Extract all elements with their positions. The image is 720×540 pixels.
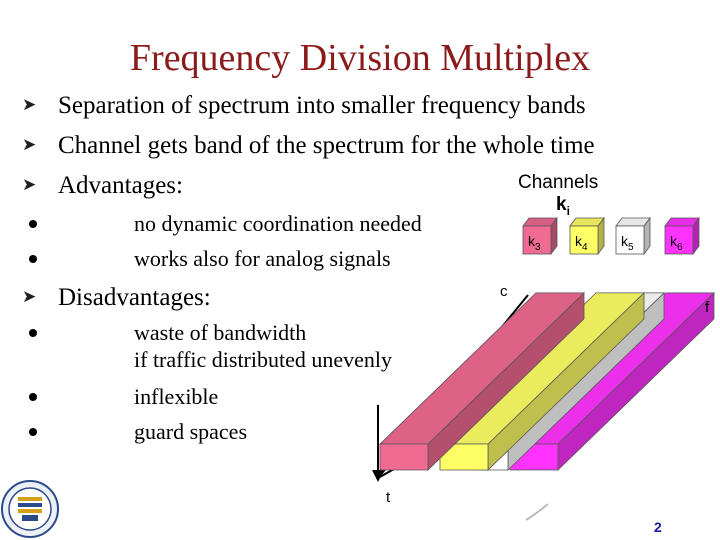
disadvantage-item: waste of bandwidth if traffic distribute… [29, 319, 393, 373]
axis-f-label: f [705, 299, 710, 316]
bullet-dot-icon [29, 428, 37, 436]
disadvantage-text: inflexible [134, 384, 219, 409]
channel-label: k4 [575, 233, 588, 253]
advantage-text: no dynamic coordination needed [134, 211, 422, 236]
ki-label: ki [556, 194, 570, 218]
axis-c-label: c [500, 283, 508, 300]
university-seal-icon [1, 480, 59, 538]
bullet-dot-icon [29, 255, 37, 263]
disadvantage-text-line2: if traffic distributed unevenly [134, 347, 393, 372]
arrow-bullet-icon: ➤ [22, 135, 37, 155]
arrow-bullet-icon: ➤ [22, 175, 37, 195]
decorative-curve [525, 503, 549, 521]
bullet-dot-icon [29, 329, 37, 337]
page-number: 2 [654, 519, 662, 535]
axis-t-arrowhead [372, 470, 384, 482]
bullet-advantages: ➤ Advantages: [22, 172, 183, 200]
advantage-item: no dynamic coordination needed [29, 210, 422, 237]
channel-label-box: k6 [664, 216, 700, 256]
channel-label: k6 [670, 233, 683, 253]
bullet-channel: ➤ Channel gets band of the spectrum for t… [22, 132, 595, 160]
bullet-text: Channel gets band of the spectrum for th… [58, 132, 595, 159]
channel-bars [379, 291, 715, 471]
channel-label-box: k5 [615, 216, 651, 256]
disadvantage-text: waste of bandwidth [134, 320, 307, 345]
arrow-bullet-icon: ➤ [22, 95, 37, 115]
channel-label: k5 [621, 233, 634, 253]
disadvantage-item: guard spaces [29, 418, 248, 445]
advantage-text: works also for analog signals [134, 246, 391, 271]
bullet-dot-icon [29, 220, 37, 228]
channel-bar-face [379, 443, 429, 471]
bullet-text: Separation of spectrum into smaller freq… [58, 92, 586, 119]
channels-label: Channels [518, 172, 598, 193]
channel-label: k3 [528, 233, 541, 253]
axis-t-label: t [386, 489, 391, 506]
advantage-item: works also for analog signals [29, 245, 391, 272]
disadvantage-text: guard spaces [134, 419, 248, 444]
disadvantage-item: inflexible [29, 383, 219, 410]
bullet-text: Disadvantages: [58, 284, 211, 311]
bullet-text: Advantages: [58, 172, 183, 199]
slide-title: Frequency Division Multiplex [129, 37, 591, 79]
channel-label-box: k3 [522, 216, 558, 256]
bullet-separation: ➤ Separation of spectrum into smaller fre… [22, 92, 586, 120]
channel-label-box: k4 [569, 216, 605, 256]
arrow-bullet-icon: ➤ [22, 287, 37, 307]
bullet-dot-icon [29, 393, 37, 401]
channel-labels: k6 k5 k4 k3 [522, 216, 700, 256]
bullet-disadvantages: ➤ Disadvantages: [22, 284, 211, 312]
